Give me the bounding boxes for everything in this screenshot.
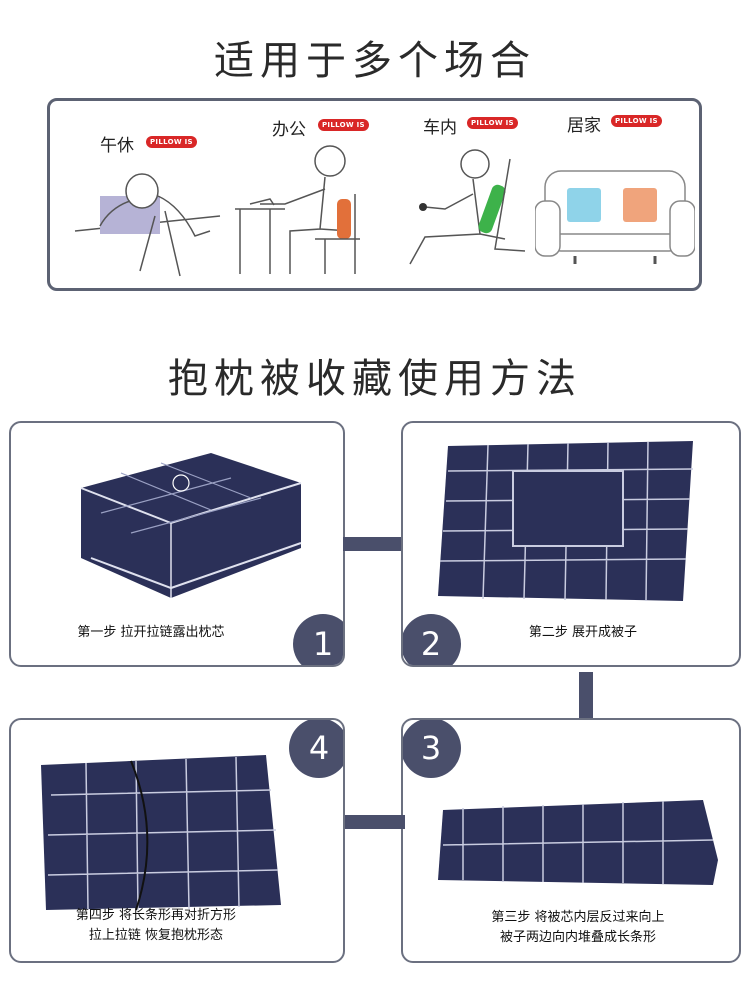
napping-person-illustration [74, 173, 221, 277]
step-3-caption-line-2: 被子两边向内堆叠成长条形 [499, 930, 656, 945]
step-1-caption: 第一步 拉开拉链露出枕芯 [77, 625, 225, 640]
scenes-panel: 午休 PILLOW IS 办公 PILLOW IS 车内 PILLOW IS [47, 98, 702, 291]
scene-car-label: 车内 [423, 118, 457, 138]
scene-nap: 午休 PILLOW IS [70, 101, 225, 288]
scene-office-label: 办公 [272, 120, 306, 140]
scene-home-badge: PILLOW IS [611, 115, 662, 127]
office-person-illustration [235, 145, 360, 274]
step-3-caption-line-1: 第三步 将被芯内层反过来向上 [491, 910, 665, 925]
section-title-occasions: 适用于多个场合 [214, 38, 536, 84]
step-4-caption-line-1: 第四步 将长条形再对折方形 [75, 908, 237, 923]
scene-car: 车内 PILLOW IS [385, 101, 545, 288]
step-4-number: 4 [289, 720, 343, 778]
folded-pillow-image [80, 453, 302, 598]
step-3-number: 3 [403, 720, 461, 778]
step-3-panel: 第三步 将被芯内层反过来向上 被子两边向内堆叠成长条形 3 [401, 718, 741, 963]
step-3-caption: 第三步 将被芯内层反过来向上 被子两边向内堆叠成长条形 [443, 908, 713, 948]
scene-home: 居家 PILLOW IS [535, 101, 700, 288]
rolled-quilt-image [438, 800, 718, 885]
scene-home-label: 居家 [567, 116, 601, 136]
scene-nap-badge: PILLOW IS [146, 136, 197, 148]
unfolded-quilt-image [438, 441, 694, 602]
step-1-panel: 第一步 拉开拉链露出枕芯 1 [9, 421, 345, 667]
step-4-caption-line-2: 拉上拉链 恢复抱枕形态 [88, 928, 224, 943]
scene-nap-label: 午休 [100, 136, 134, 156]
scene-office: 办公 PILLOW IS [230, 101, 390, 288]
step-2-panel: 第二步 展开成被子 2 [401, 421, 741, 667]
sofa-illustration [535, 170, 695, 264]
refolded-pillow-image [41, 755, 281, 911]
step-2-caption: 第二步 展开成被子 [528, 625, 638, 640]
step-2-number: 2 [403, 614, 461, 665]
step-4-caption: 第四步 将长条形再对折方形 拉上拉链 恢复抱枕形态 [41, 906, 271, 946]
section-title-usage: 抱枕被收藏使用方法 [168, 356, 582, 402]
car-driver-illustration [409, 149, 526, 265]
scene-car-badge: PILLOW IS [467, 117, 518, 129]
step-4-panel: 第四步 将长条形再对折方形 拉上拉链 恢复抱枕形态 4 [9, 718, 345, 963]
step-1-number: 1 [293, 614, 343, 665]
scene-office-badge: PILLOW IS [318, 119, 369, 131]
